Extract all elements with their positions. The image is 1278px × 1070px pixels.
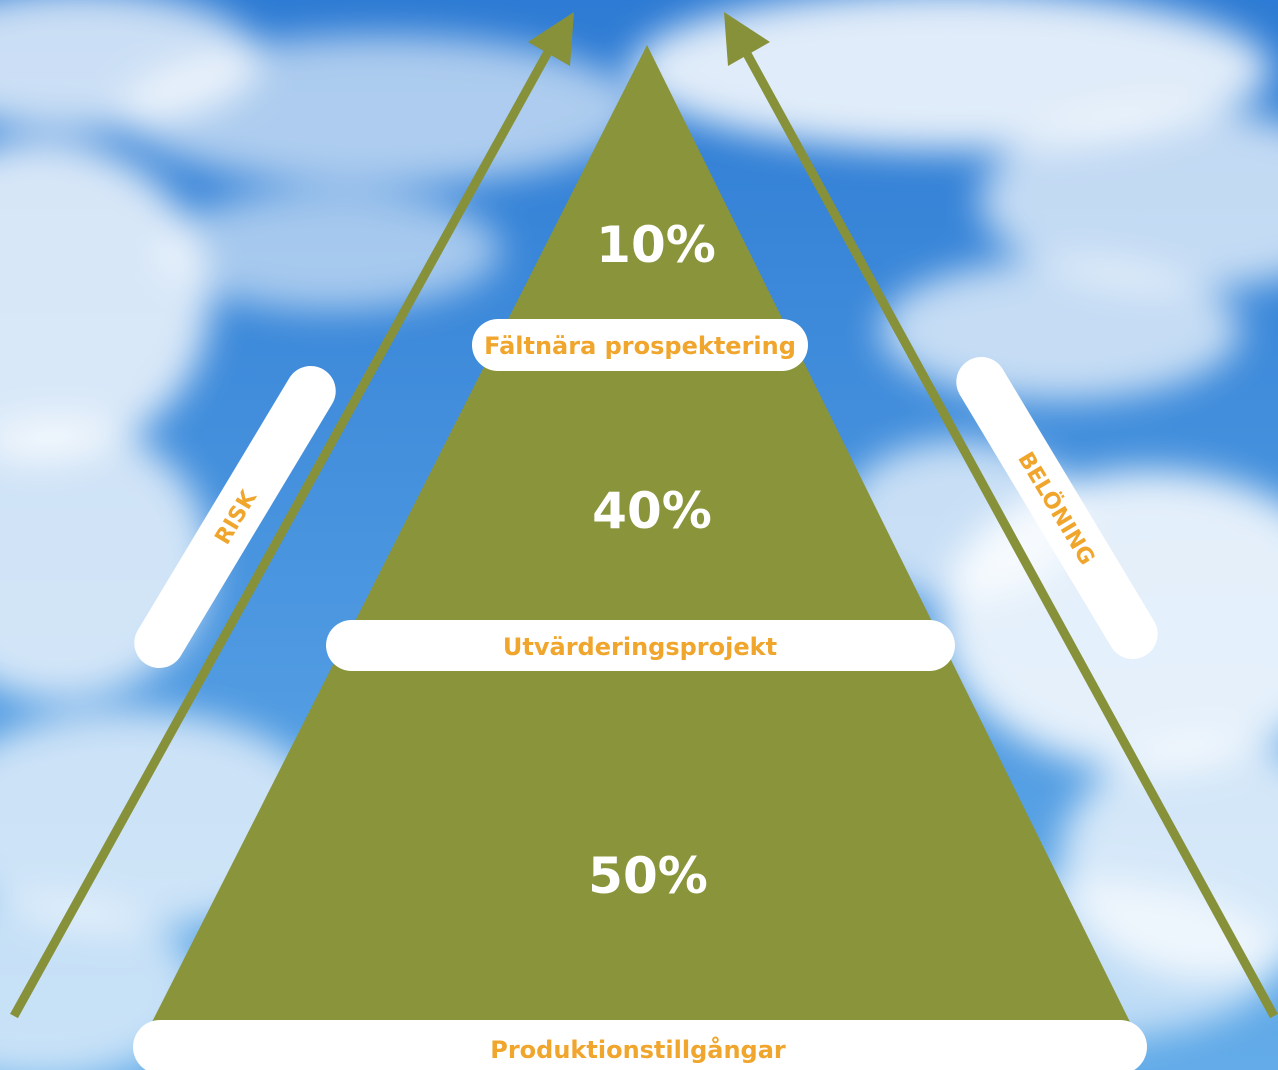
reward-arrow: [724, 12, 1278, 1019]
tier-2-percent: 40%: [592, 482, 712, 540]
tier-2-label: Utvärderingsprojekt: [503, 633, 777, 661]
risk-arrow: [10, 12, 574, 1019]
tier-1-label: Fältnära prospektering: [484, 332, 796, 360]
tier-1-label-pill: Fältnära prospektering: [472, 319, 808, 371]
tier-1-percent: 10%: [596, 216, 716, 274]
tier-2-label-pill: Utvärderingsprojekt: [326, 620, 955, 671]
tier-3-label-pill: Produktionstillgångar: [133, 1020, 1147, 1070]
pyramid-shape: [152, 45, 1130, 1022]
tier-3-percent: 50%: [588, 847, 708, 905]
tier-3-label: Produktionstillgångar: [490, 1035, 786, 1064]
